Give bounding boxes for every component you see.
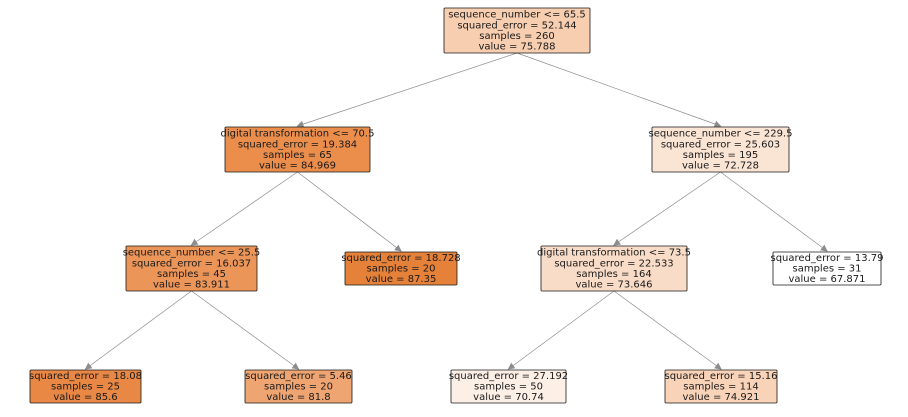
tree-node-line: value = 83.911	[153, 280, 230, 291]
tree-edge-n0-to-n1	[296, 52, 518, 128]
tree-node-n5: digital transformation <= 73.5squared_er…	[537, 245, 691, 292]
tree-edges	[84, 52, 828, 370]
tree-node-line: value = 85.6	[53, 392, 117, 403]
tree-node-line: digital transformation <= 70.5	[221, 129, 375, 140]
tree-edge-n1-to-n4	[297, 171, 402, 252]
tree-node-box	[664, 369, 778, 404]
tree-node-n1: digital transformation <= 70.5squared_er…	[221, 126, 375, 173]
tree-node-box	[29, 369, 142, 404]
tree-node-line: squared_error = 18.728	[341, 253, 460, 264]
tree-node-line: value = 84.969	[259, 161, 336, 172]
tree-node-line: value = 74.921	[682, 392, 759, 403]
tree-node-line: value = 73.646	[575, 280, 652, 291]
tree-node-line: value = 67.871	[788, 274, 865, 285]
tree-node-line: samples = 260	[479, 31, 554, 42]
tree-edge-n2-to-n5	[613, 171, 721, 246]
tree-node-line: value = 70.74	[473, 392, 544, 403]
tree-node-line: samples = 50	[474, 382, 543, 393]
tree-node-line: samples = 164	[576, 269, 651, 280]
tree-node-line: squared_error = 16.037	[132, 258, 251, 269]
tree-node-box	[244, 369, 353, 404]
tree-node-line: squared_error = 13.79	[771, 253, 884, 264]
tree-node-line: squared_error = 5.46	[245, 371, 352, 382]
tree-node-line: squared_error = 27.192	[449, 371, 568, 382]
tree-node-line: samples = 31	[792, 264, 861, 275]
tree-node-line: samples = 65	[263, 150, 332, 161]
tree-node-box	[125, 245, 258, 292]
tree-node-line: sequence_number <= 229.5	[649, 129, 793, 140]
tree-edge-n3-to-n7	[84, 290, 192, 370]
tree-node-line: squared_error = 18.08	[29, 371, 142, 382]
tree-node-line: value = 72.728	[682, 161, 759, 172]
tree-edge-n5-to-n10	[613, 290, 722, 370]
tree-node-line: samples = 25	[51, 382, 120, 393]
tree-node-box	[224, 126, 371, 173]
tree-node-box	[540, 245, 688, 292]
tree-node-line: sequence_number <= 65.5	[448, 10, 586, 21]
tree-node-line: digital transformation <= 73.5	[537, 248, 691, 259]
tree-edge-n0-to-n2	[516, 52, 722, 128]
tree-node-line: sequence_number <= 25.5	[123, 248, 261, 259]
tree-node-line: value = 75.788	[478, 42, 555, 53]
tree-node-box	[443, 7, 591, 54]
tree-node-line: squared_error = 52.144	[457, 20, 576, 31]
tree-node-box	[772, 251, 882, 286]
tree-edge-n1-to-n3	[190, 171, 298, 246]
tree-node-line: value = 81.8	[266, 392, 330, 403]
tree-node-box	[651, 126, 790, 173]
tree-node-line: squared_error = 25.603	[661, 139, 780, 150]
tree-node-box	[450, 369, 567, 404]
tree-node-line: value = 87.35	[366, 274, 437, 285]
tree-node-line: squared_error = 15.16	[665, 371, 778, 382]
tree-node-line: samples = 114	[683, 382, 758, 393]
tree-edge-n5-to-n9	[507, 290, 615, 370]
tree-node-line: samples = 20	[264, 382, 333, 393]
tree-node-line: samples = 20	[366, 264, 435, 275]
tree-node-line: squared_error = 19.384	[238, 139, 357, 150]
tree-edge-n2-to-n6	[720, 171, 828, 252]
tree-node-line: squared_error = 22.533	[554, 258, 673, 269]
tree-edge-n3-to-n8	[191, 290, 300, 370]
tree-node-line: samples = 45	[157, 269, 226, 280]
tree-node-box	[344, 251, 458, 286]
tree-node-line: samples = 195	[683, 150, 758, 161]
